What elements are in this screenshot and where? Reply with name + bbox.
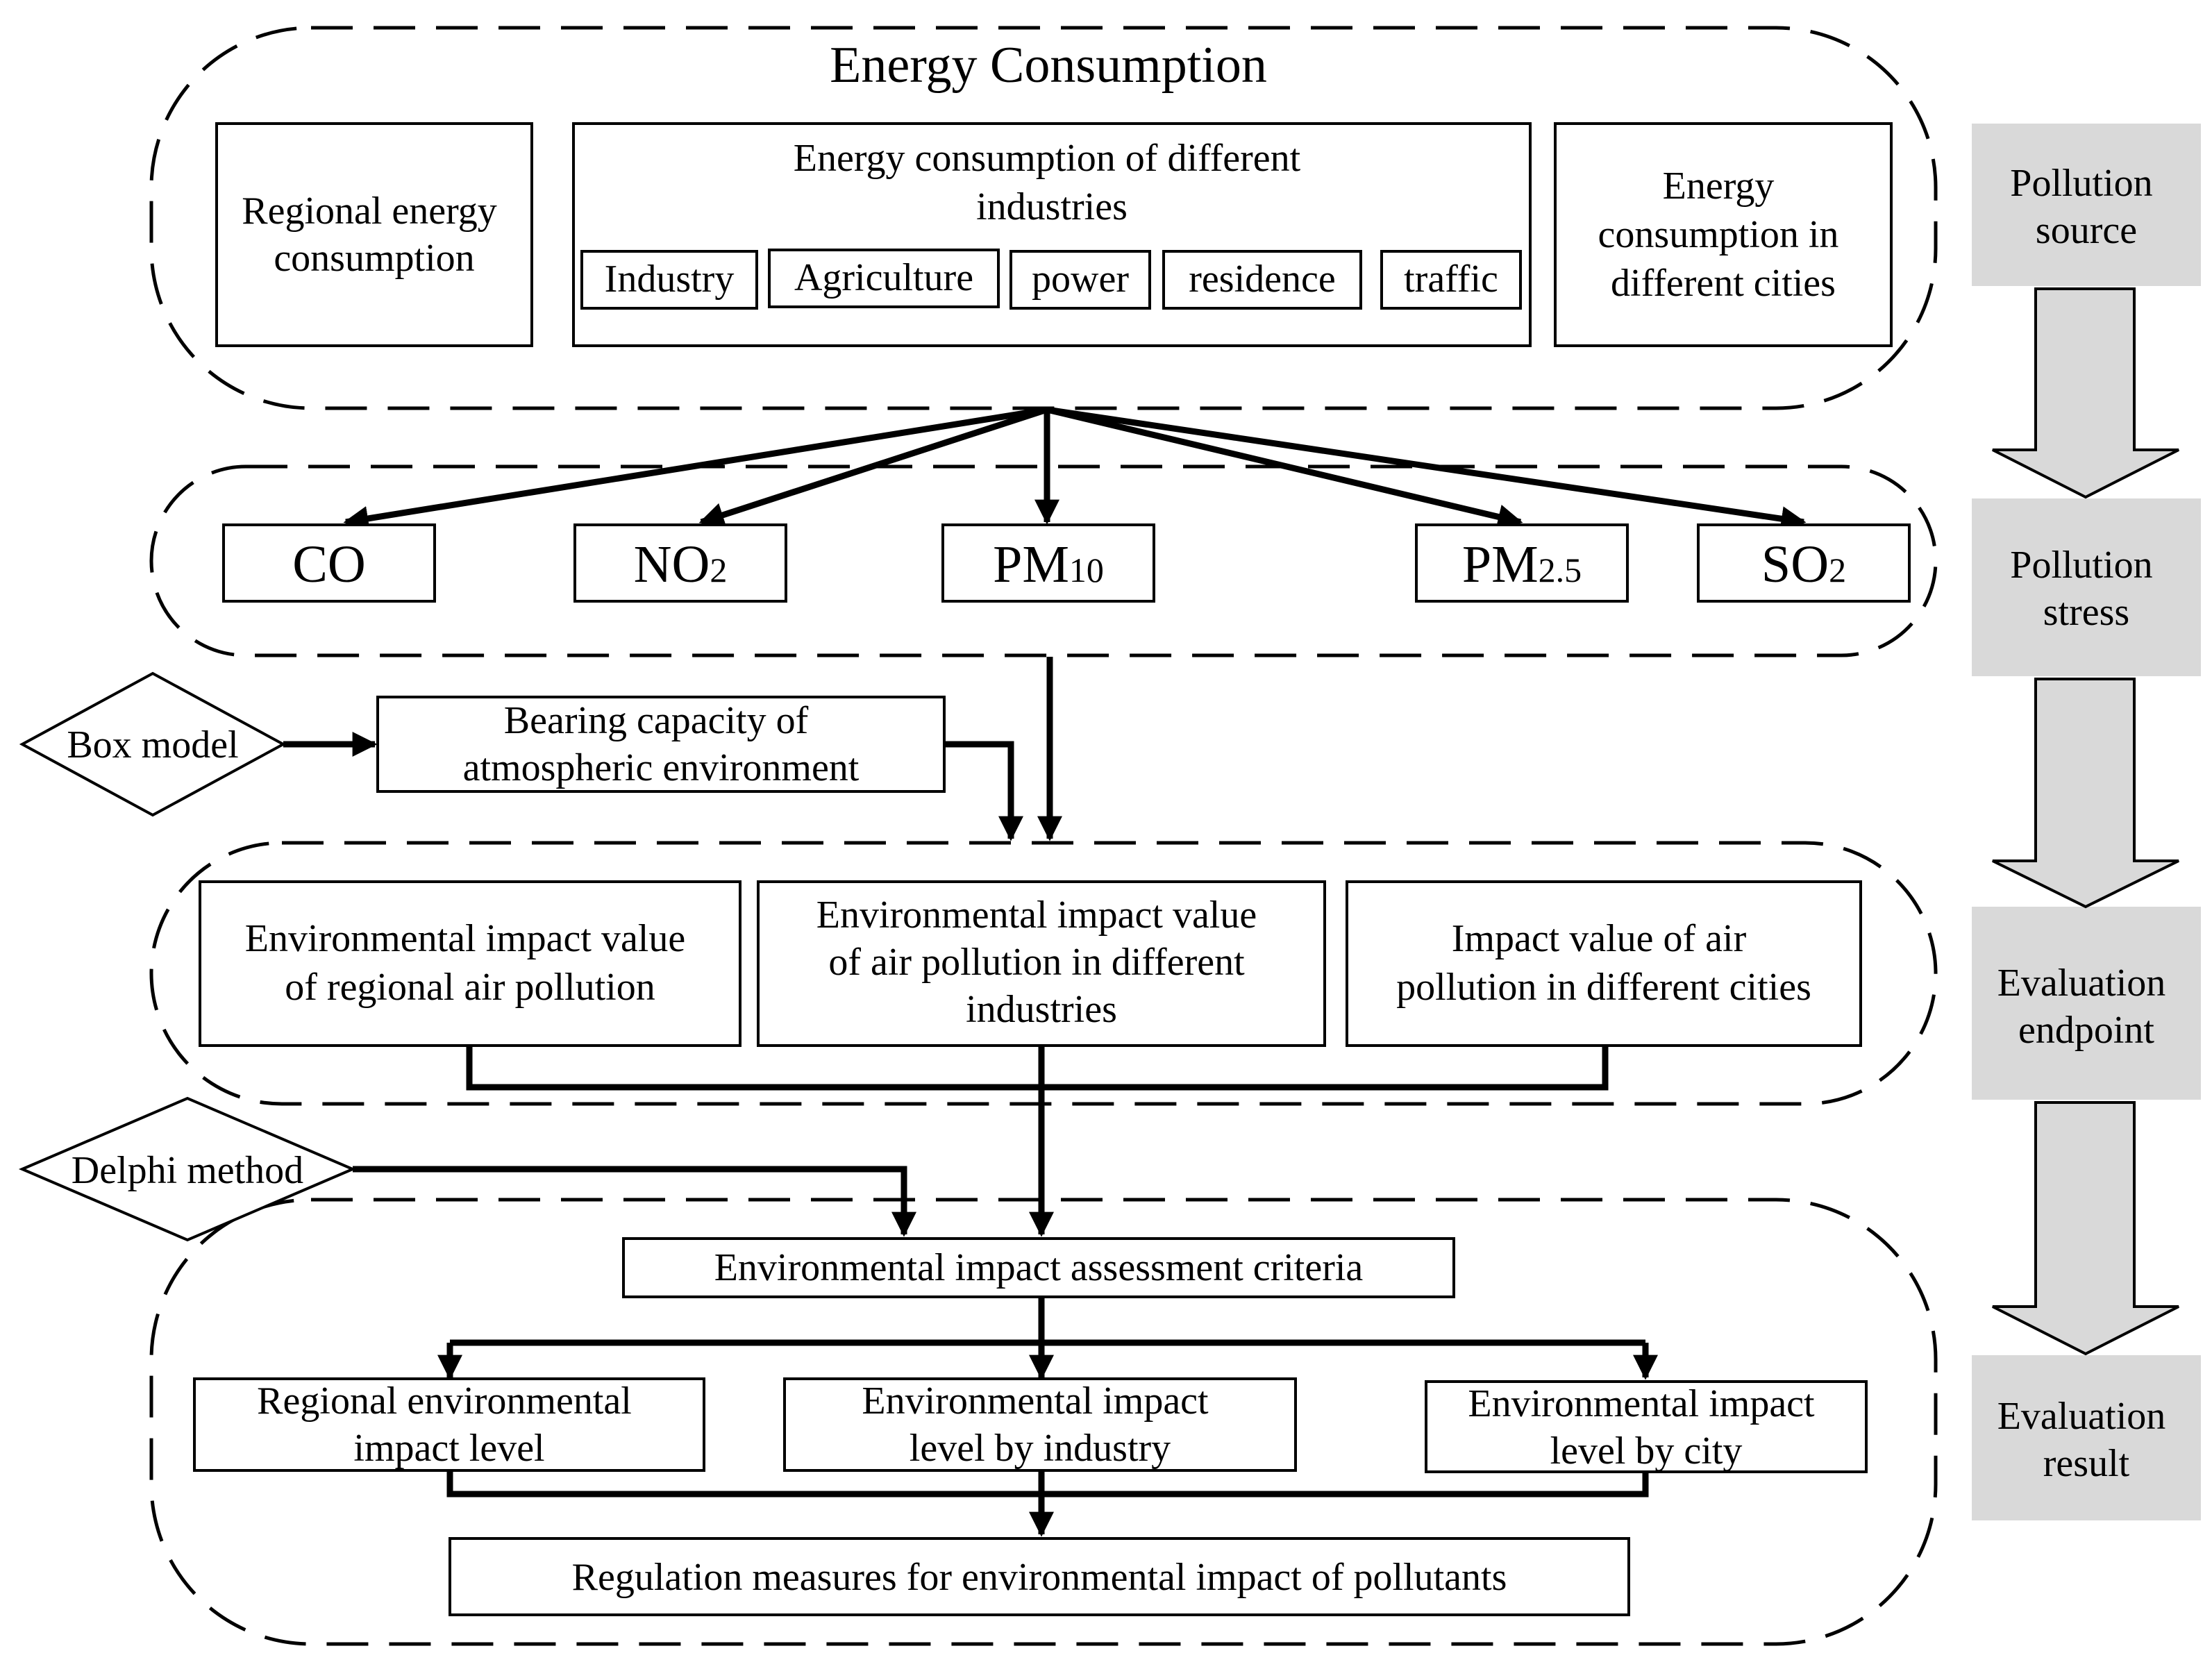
bearing-capacity-box: [376, 696, 946, 793]
stage-evaluation-result: [1972, 1355, 2201, 1520]
level-industry-label: Environmental impact level by industry: [862, 1379, 1218, 1470]
stage-pollution-source: [1972, 124, 2201, 286]
stage-arrow-1-icon: [1992, 287, 2179, 499]
impact-regional-box: [199, 880, 741, 1047]
assessment-criteria-label: Environmental impact assessment criteria: [714, 1246, 1364, 1289]
arrow-to-so2: [1046, 406, 1807, 532]
sector-traffic-box: [1380, 250, 1522, 310]
bearing-capacity-label: Bearing capacity of atmospheric environm…: [463, 699, 860, 789]
impact-cities-box: [1346, 880, 1862, 1047]
industries-energy-label: Energy consumption of different industri…: [794, 137, 1310, 228]
sector-agriculture-box: [768, 249, 1000, 308]
level-city-box: [1425, 1380, 1868, 1473]
regional-energy-label: Regional energy consumption: [242, 190, 507, 280]
cities-energy-label: Energy consumption in different cities: [1598, 165, 1849, 305]
impact-industries-label: Environmental impact value of air pollut…: [816, 894, 1266, 1031]
pollutant-pm10-label: PM10: [993, 535, 1104, 594]
regional-energy-box: [215, 122, 533, 347]
pollutant-no2-label: NO2: [634, 535, 728, 594]
impact-regional-label: Environmental impact value of regional a…: [245, 917, 695, 1009]
stage-pollution-stress-label: Pollution stress: [2010, 544, 2162, 634]
regulation-measures-label: Regulation measures for environmental im…: [572, 1556, 1507, 1599]
sector-traffic-label: traffic: [1404, 258, 1498, 301]
stage-pollution-stress: [1972, 498, 2201, 676]
stage-evaluation-result-label: Evaluation result: [1997, 1395, 2176, 1485]
sector-residence-label: residence: [1189, 258, 1335, 301]
impact-industries-box: [757, 880, 1326, 1047]
emission-arrows: [343, 406, 1807, 532]
sector-industry-box: [580, 250, 758, 310]
arrow-to-pm25: [1046, 406, 1523, 530]
criteria-split-connector: [437, 1297, 1658, 1380]
box-model-label: Box model: [67, 723, 238, 766]
pollutant-no2-box: [573, 523, 787, 603]
stage-arrow-3-icon: [1992, 1101, 2179, 1356]
impact-merge-connector: [466, 1046, 1609, 1091]
stage-evaluation-endpoint: [1972, 907, 2201, 1100]
impact-cities-label: Impact value of air pollution in differe…: [1396, 917, 1811, 1009]
assessment-group: [149, 1198, 1938, 1646]
pollutant-so2-label: SO2: [1761, 535, 1846, 594]
pollutant-pm10-box: [941, 523, 1155, 603]
sector-industry-label: Industry: [605, 258, 735, 301]
energy-consumption-title: Energy Consumption: [830, 37, 1267, 94]
arrow-to-no2: [698, 406, 1048, 528]
pollutant-co-label: CO: [292, 535, 366, 594]
level-regional-label: Regional environmental impact level: [257, 1379, 642, 1470]
delphi-method-label: Delphi method: [72, 1149, 303, 1192]
pollutant-so2-box: [1697, 523, 1911, 603]
cities-energy-box: [1554, 122, 1893, 347]
pollutant-pm25-box: [1415, 523, 1629, 603]
sector-power-label: power: [1032, 258, 1129, 301]
arrow-delphi-to-criteria: [353, 1166, 916, 1237]
arrow-capacity-to-impact: [944, 741, 1023, 841]
pollutants-group: [149, 464, 1938, 657]
levels-merge-connector: [446, 1470, 1649, 1537]
regulation-measures-box: [449, 1537, 1630, 1616]
stage-evaluation-endpoint-label: Evaluation endpoint: [1997, 962, 2176, 1052]
arrow-to-co: [343, 406, 1048, 531]
level-regional-box: [193, 1377, 705, 1472]
stage-pollution-source-label: Pollution source: [2010, 162, 2162, 252]
pollutant-co-box: [222, 523, 436, 603]
level-city-label: Environmental impact level by city: [1468, 1382, 1824, 1473]
sector-agriculture-label: Agriculture: [794, 256, 973, 299]
stage-arrow-2-icon: [1992, 678, 2179, 909]
sector-power-box: [1009, 250, 1151, 310]
sector-residence-box: [1162, 250, 1362, 310]
pollutant-pm25-label: PM2.5: [1462, 535, 1582, 594]
